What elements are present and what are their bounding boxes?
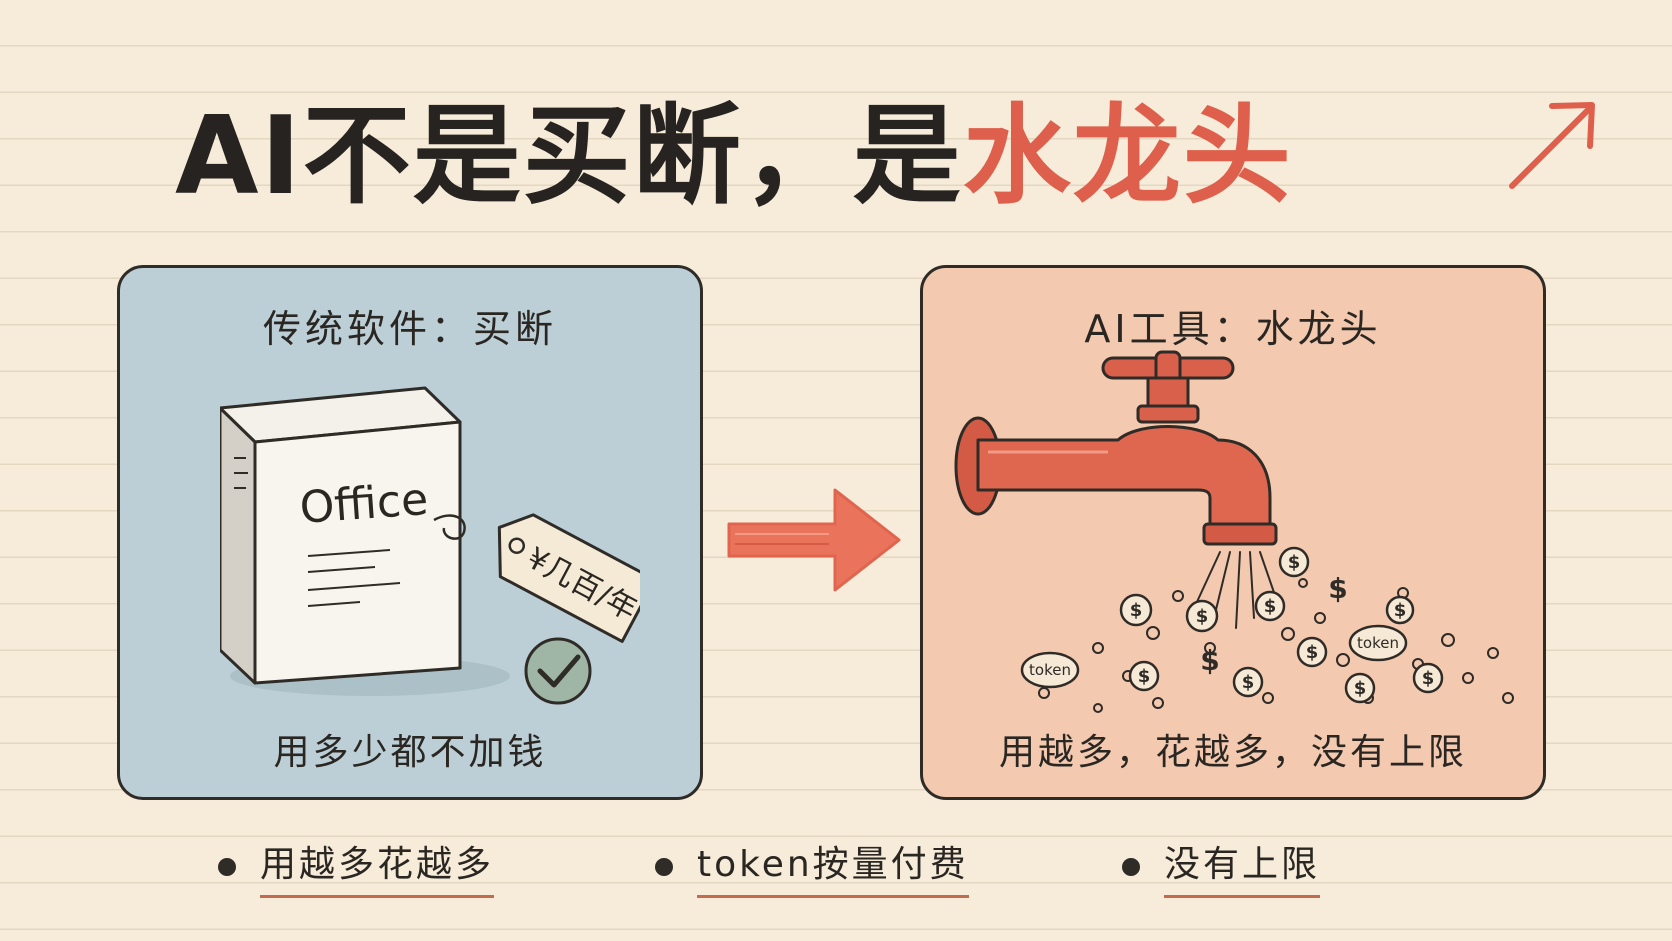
bullet-text: 没有上限 (1164, 835, 1321, 898)
bullet-dot-icon (218, 857, 236, 876)
title-main: AI不是买断，是 (175, 94, 963, 219)
bullet-text: token按量付费 (697, 835, 969, 898)
token-label-1: token (1029, 661, 1071, 679)
left-panel-caption: 用多少都不加钱 (273, 732, 547, 773)
bullet-item: 没有上限 (1122, 835, 1321, 898)
svg-text:$: $ (1264, 596, 1277, 617)
office-label: Office (298, 474, 430, 534)
traditional-software-panel: 传统软件：买断 Office ¥几百/年 用多少都不加钱 (117, 265, 703, 800)
svg-text:$: $ (1394, 600, 1407, 621)
bullet-item: token按量付费 (655, 835, 969, 898)
bullet-text: 用越多花越多 (260, 835, 495, 898)
page-title: AI不是买断，是水龙头 (175, 72, 1293, 222)
svg-text:$: $ (1138, 666, 1151, 687)
left-panel-title: 传统软件：买断 (262, 307, 557, 351)
svg-text:$: $ (1288, 552, 1301, 573)
svg-text:$: $ (1242, 672, 1255, 693)
svg-text:$: $ (1328, 572, 1347, 605)
right-panel-title: AI工具：水龙头 (1084, 307, 1382, 351)
arrow-right-icon (727, 488, 901, 592)
arrow-up-right-icon (1509, 102, 1595, 189)
token-label-2: token (1357, 634, 1399, 652)
faucet-illustration: $ $ $ $ $ $ $ $ $ $ $ $ token token (954, 350, 1514, 713)
software-box-illustration: Office ¥几百/年 (220, 386, 640, 705)
svg-text:$: $ (1200, 644, 1219, 677)
ai-tool-panel: AI工具：水龙头 (920, 265, 1546, 800)
check-icon (524, 637, 592, 705)
svg-text:$: $ (1130, 600, 1143, 621)
bullet-dot-icon (655, 857, 673, 876)
bullet-dot-icon (1122, 857, 1140, 876)
svg-text:$: $ (1422, 668, 1435, 689)
title-accent: 水龙头 (962, 94, 1293, 219)
svg-text:$: $ (1354, 678, 1367, 699)
bullet-list: 用越多花越多 token按量付费 没有上限 (0, 835, 1672, 915)
right-panel-caption: 用越多，花越多，没有上限 (998, 732, 1467, 773)
svg-text:$: $ (1196, 606, 1209, 627)
bullet-item: 用越多花越多 (218, 835, 495, 898)
svg-text:$: $ (1306, 642, 1319, 663)
